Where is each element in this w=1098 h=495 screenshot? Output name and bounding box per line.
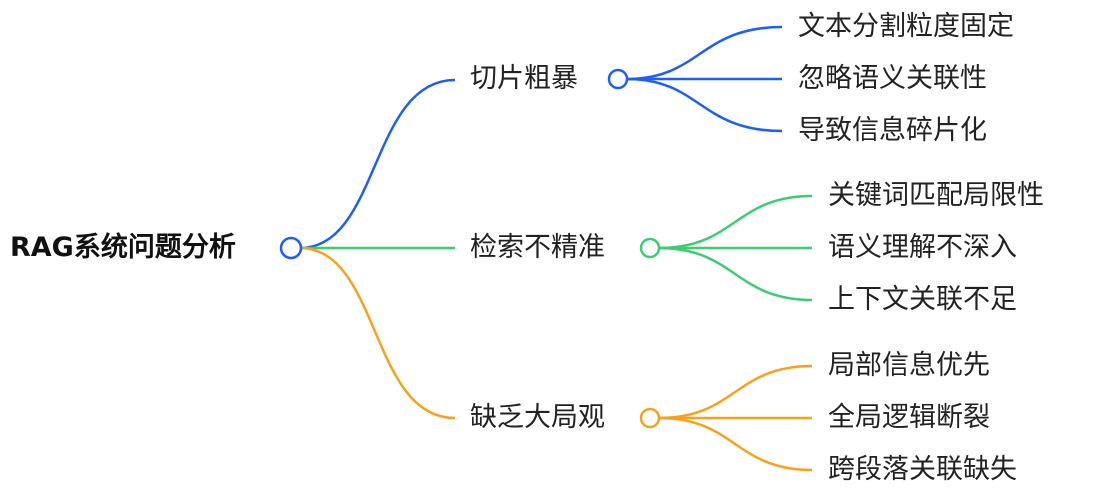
leaf-node-label[interactable]: 导致信息碎片化 [798,115,987,146]
leaf-node-label[interactable]: 忽略语义关联性 [798,63,987,94]
connector-branch-0-leaf [626,25,783,81]
connector-root-branch-2 [299,246,456,420]
leaf-node-label[interactable]: 语义理解不深入 [828,232,1017,263]
connector-branch-1-leaf [658,246,813,302]
branch-0-node-circle[interactable] [607,68,629,90]
branch-node-label[interactable]: 检索不精准 [470,232,605,263]
leaf-node-label[interactable]: 全局逻辑断裂 [828,402,990,433]
leaf-node-label[interactable]: 局部信息优先 [828,350,990,381]
connector-branch-2-leaf [658,416,813,472]
leaf-node-label[interactable]: 关键词匹配局限性 [828,180,1044,211]
branch-node-label[interactable]: 缺乏大局观 [470,402,605,433]
branch-2-node-circle[interactable] [639,407,661,429]
leaf-node-label[interactable]: 上下文关联不足 [828,284,1017,315]
branch-node-label[interactable]: 切片粗暴 [470,63,578,94]
connector-branch-0-leaf [626,77,783,133]
connector-branch-1-leaf [658,194,813,250]
leaf-node-label[interactable]: 跨段落关联缺失 [828,454,1017,485]
branch-1-node-circle[interactable] [639,237,661,259]
root-node-label[interactable]: RAG系统问题分析 [10,232,236,263]
leaf-node-label[interactable]: 文本分割粒度固定 [798,11,1014,42]
root-node-circle[interactable] [279,236,303,260]
connector-root-branch-0 [299,78,456,250]
connector-branch-2-leaf [658,364,813,420]
